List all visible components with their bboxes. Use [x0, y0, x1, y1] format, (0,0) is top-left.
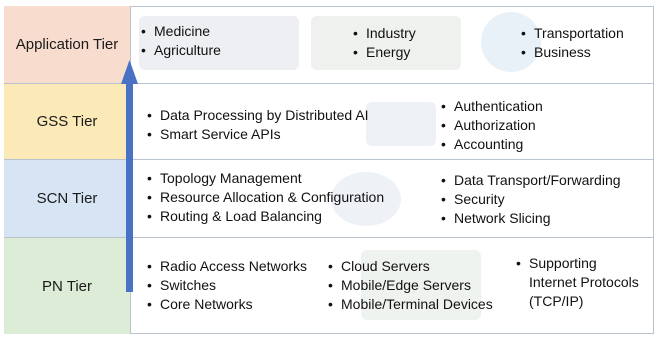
gss-tier-label: GSS Tier — [4, 84, 131, 160]
list-item: Supporting Internet Protocols (TCP/IP) — [516, 254, 647, 311]
application-tier-row: Medicine Agriculture Industry Energy Tra… — [131, 6, 654, 84]
arrow-head-icon — [121, 60, 138, 84]
list-item: Security — [441, 190, 621, 209]
gss-tier-row: Data Processing by Distributed AI Smart … — [131, 84, 654, 160]
list-item: Agriculture — [141, 41, 221, 60]
application-tier-label-text: Application Tier — [15, 36, 119, 53]
list-item: Mobile/Terminal Devices — [328, 295, 493, 314]
list-item: Authentication — [441, 97, 543, 116]
pn-tier-row: Radio Access Networks Switches Core Netw… — [131, 238, 654, 334]
list-item: Accounting — [441, 135, 543, 154]
pn-tier-label-text: PN Tier — [41, 277, 92, 295]
pn-list-2: Cloud Servers Mobile/Edge Servers Mobile… — [328, 257, 493, 314]
list-item: Routing & Load Balancing — [147, 207, 384, 226]
ai-background-image — [366, 102, 436, 146]
gss-tier-label-text: GSS Tier — [36, 113, 98, 130]
list-item: Data Processing by Distributed AI — [147, 106, 369, 125]
list-item: Energy — [353, 43, 416, 62]
scn-list-1: Topology Management Resource Allocation … — [147, 169, 384, 226]
scn-tier-label-text: SCN Tier — [36, 190, 98, 207]
application-list-1: Medicine Agriculture — [141, 22, 221, 60]
list-item: Business — [521, 43, 624, 62]
list-item: Core Networks — [147, 295, 307, 314]
application-tier-label: Application Tier — [4, 6, 131, 84]
scn-tier-row: Topology Management Resource Allocation … — [131, 160, 654, 238]
list-item: Transportation — [521, 24, 624, 43]
pn-list-3: Supporting Internet Protocols (TCP/IP) — [516, 254, 647, 311]
list-item: Medicine — [141, 22, 221, 41]
list-item: Data Transport/Forwarding — [441, 171, 621, 190]
list-item: Industry — [353, 24, 416, 43]
list-item: Cloud Servers — [328, 257, 493, 276]
gss-list-1: Data Processing by Distributed AI Smart … — [147, 106, 369, 144]
pn-list-1: Radio Access Networks Switches Core Netw… — [147, 257, 307, 314]
application-list-3: Transportation Business — [521, 24, 624, 62]
list-item: Switches — [147, 276, 307, 295]
application-list-2: Industry Energy — [353, 24, 416, 62]
list-item: Radio Access Networks — [147, 257, 307, 276]
arrow-shaft — [126, 82, 133, 292]
scn-tier-label: SCN Tier — [4, 160, 131, 238]
list-item: Network Slicing — [441, 209, 621, 228]
list-item: Smart Service APIs — [147, 125, 369, 144]
gss-list-2: Authentication Authorization Accounting — [441, 97, 543, 154]
pn-tier-label: PN Tier — [4, 238, 131, 334]
list-item: Topology Management — [147, 169, 384, 188]
list-item: Authorization — [441, 116, 543, 135]
list-item: Mobile/Edge Servers — [328, 276, 493, 295]
scn-list-2: Data Transport/Forwarding Security Netwo… — [441, 171, 621, 228]
list-item: Resource Allocation & Configuration — [147, 188, 384, 207]
